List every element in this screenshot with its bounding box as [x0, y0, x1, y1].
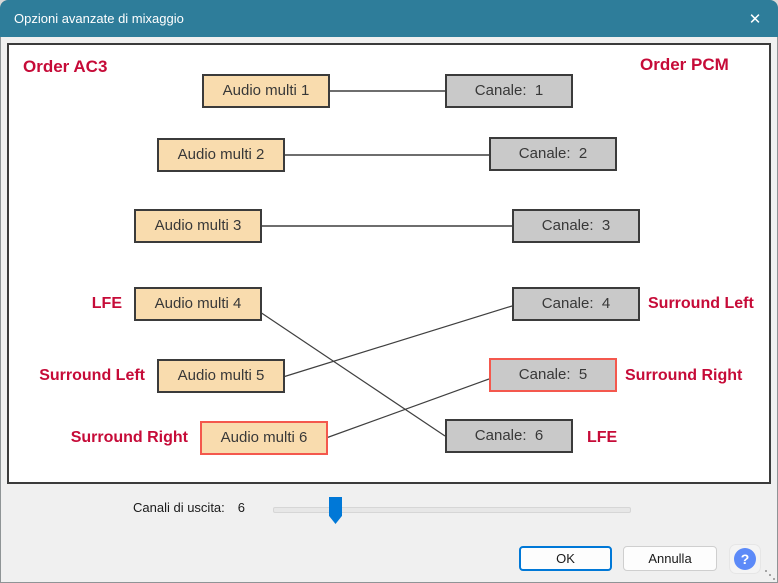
close-icon[interactable]: ✕ [748, 10, 762, 28]
order-ac3-heading: Order AC3 [23, 57, 108, 76]
ok-button[interactable]: OK [519, 546, 612, 571]
connection-lines [259, 90, 513, 439]
cancel-button[interactable]: Annulla [623, 546, 717, 571]
ac3-box-audio-multi-1[interactable]: Audio multi 1 [202, 74, 330, 108]
pcm-box-canale-6[interactable]: Canale: 6 [445, 419, 573, 453]
pcm-box-canale-1[interactable]: Canale: 1 [445, 74, 573, 108]
window-title: Opzioni avanzate di mixaggio [14, 11, 184, 26]
order-pcm-heading: Order PCM [640, 55, 729, 74]
ac3-box-audio-multi-6[interactable]: Audio multi 6 [200, 421, 328, 455]
pcm-box-canale-5[interactable]: Canale: 5 [489, 358, 617, 392]
pcm-box-canale-4[interactable]: Canale: 4 [512, 287, 640, 321]
slider-thumb[interactable] [329, 497, 342, 524]
pcm-tag-surround-right: Surround Right [625, 367, 743, 384]
ac3-tag-lfe: LFE [91, 295, 122, 312]
pcm-tag-lfe: LFE [587, 429, 618, 446]
ac3-box-audio-multi-2[interactable]: Audio multi 2 [157, 138, 285, 172]
help-button[interactable]: ? [729, 544, 761, 574]
pcm-box-canale-2[interactable]: Canale: 2 [489, 137, 617, 171]
titlebar[interactable]: Opzioni avanzate di mixaggio ✕ [0, 0, 778, 37]
ac3-tag-surround-right: Surround Right [70, 429, 188, 446]
output-channels-slider[interactable] [273, 507, 631, 513]
ac3-box-audio-multi-3[interactable]: Audio multi 3 [134, 209, 262, 243]
pcm-tag-surround-left: Surround Left [648, 295, 754, 312]
resize-grip[interactable] [765, 570, 775, 580]
ac3-box-audio-multi-4[interactable]: Audio multi 4 [134, 287, 262, 321]
output-channels-value: 6 [237, 500, 246, 515]
mixing-diagram-panel: Order AC3 Order PCM Audio multi 1 Audio … [7, 43, 771, 484]
question-mark-icon: ? [734, 548, 756, 570]
output-channels-label: Canali di uscita: [133, 500, 225, 515]
ac3-box-audio-multi-5[interactable]: Audio multi 5 [157, 359, 285, 393]
output-channels-caption: Canali di uscita: 6 [133, 500, 245, 515]
pcm-box-canale-3[interactable]: Canale: 3 [512, 209, 640, 243]
ac3-tag-surround-left: Surround Left [39, 367, 145, 384]
